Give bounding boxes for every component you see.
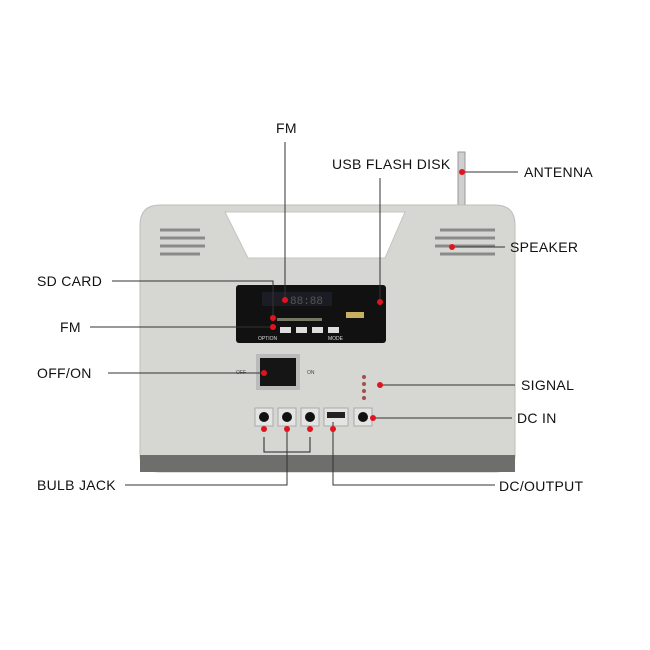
speaker-grille-left <box>160 228 205 256</box>
panel-buttons <box>280 327 339 333</box>
label-fm-top: FM <box>276 120 297 136</box>
display-digits: 88:88 <box>290 296 323 308</box>
label-off-on: OFF/ON <box>37 365 92 381</box>
label-usb-flash-disk: USB FLASH DISK <box>332 156 451 172</box>
signal-leds <box>362 375 366 400</box>
label-dc-in: DC IN <box>517 410 557 426</box>
handle-cutout <box>224 211 406 259</box>
svg-text:ON: ON <box>307 370 315 376</box>
bulb-jacks <box>254 407 320 427</box>
sd-card-slot <box>277 318 322 321</box>
speaker-grille-right <box>435 228 495 256</box>
label-signal: SIGNAL <box>521 377 575 393</box>
svg-text:OPTION: OPTION <box>258 336 278 342</box>
label-dc-output: DC/OUTPUT <box>499 478 584 494</box>
label-bulb-jack: BULB JACK <box>37 477 116 493</box>
svg-text:MODE: MODE <box>328 336 344 342</box>
device-base <box>140 455 515 472</box>
marker-dots <box>261 169 465 432</box>
display <box>262 292 332 306</box>
label-fm-left: FM <box>60 319 81 335</box>
label-sd-card: SD CARD <box>37 273 103 289</box>
label-antenna: ANTENNA <box>524 164 593 180</box>
leader-lines <box>90 142 518 486</box>
label-speaker: SPEAKER <box>510 239 579 255</box>
usb-port <box>346 312 364 318</box>
